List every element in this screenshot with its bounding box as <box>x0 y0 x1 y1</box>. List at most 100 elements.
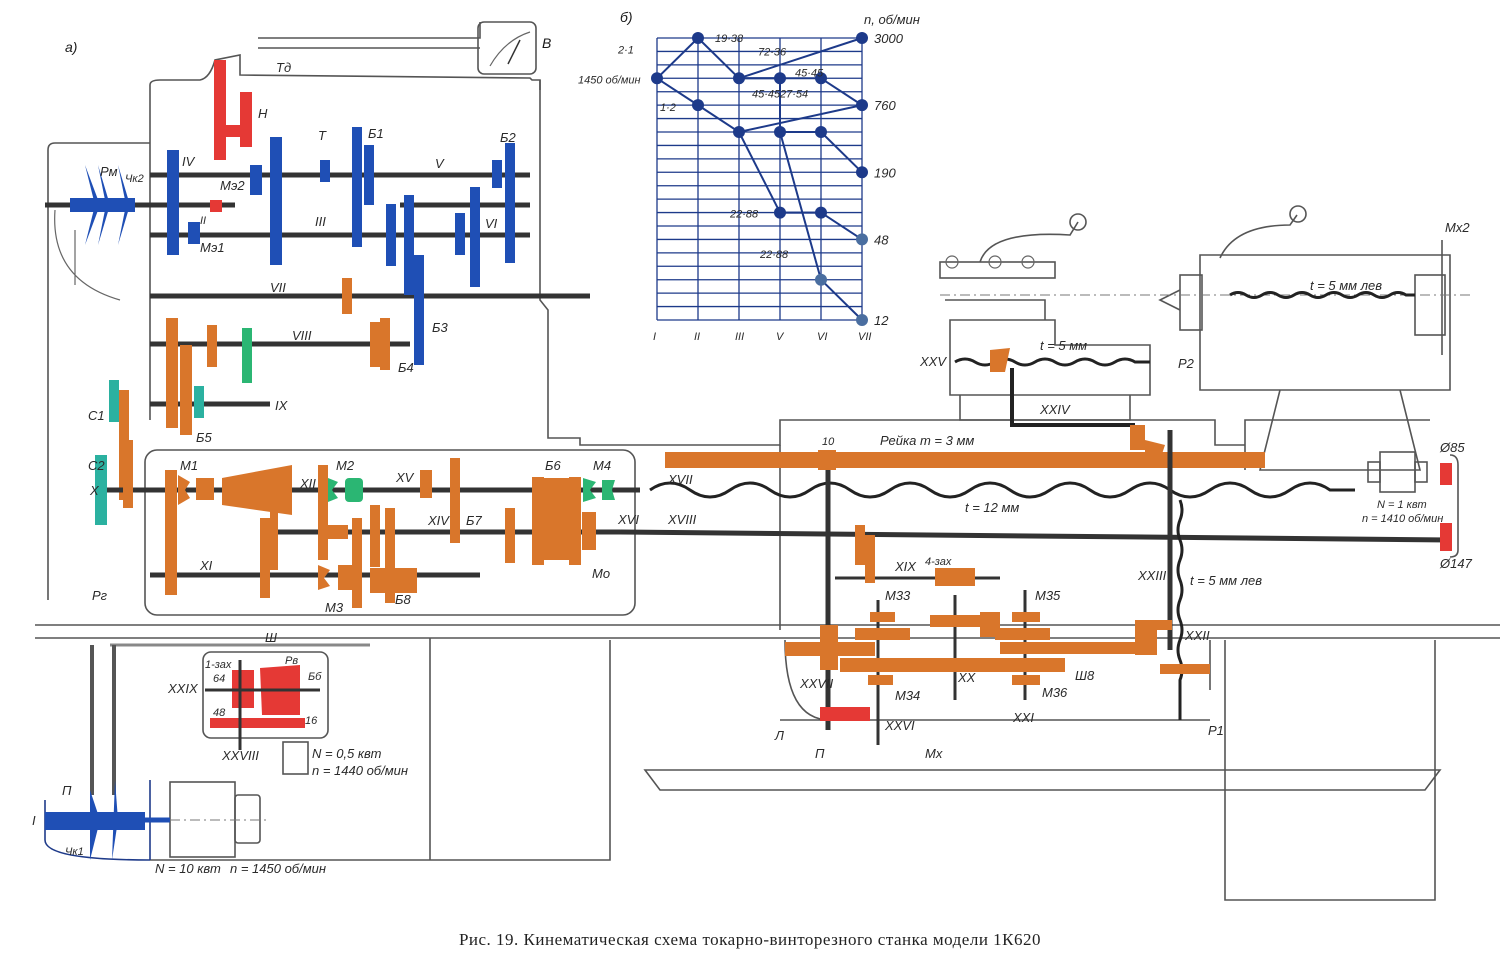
label-t: Т <box>318 128 327 143</box>
main-motor-power: N = 10 квт <box>155 861 221 876</box>
rack-label: Рейка m = 3 мм <box>880 433 974 448</box>
headstock-gear-train <box>45 60 590 500</box>
label-m3: М3 <box>325 600 344 615</box>
shaft-ii: II <box>200 215 206 227</box>
label-m34: М34 <box>895 688 920 703</box>
graph-node <box>856 166 868 179</box>
graph-shaft-tick: III <box>735 331 744 343</box>
graph-ray <box>656 37 699 79</box>
main-motor-speed: n = 1450 об/мин <box>230 861 326 876</box>
label-b5: Б5 <box>196 430 212 445</box>
shaft-xxi: XXI <box>1012 710 1034 725</box>
label-me1: Мэ1 <box>200 240 225 255</box>
label-p: П <box>815 746 825 761</box>
label-b2: Б2 <box>500 130 516 145</box>
graph-output-speed: 760 <box>874 98 896 113</box>
label-4zah: 4-зах <box>925 556 952 568</box>
tailstock-handwheel-label: Мх2 <box>1445 220 1470 235</box>
graph-node <box>774 206 786 219</box>
shaft-xiv: XIV <box>427 513 450 528</box>
graph-shaft-tick: VII <box>858 331 871 343</box>
label-m35: М35 <box>1035 588 1061 603</box>
label-m4: М4 <box>593 458 611 473</box>
cross-screw-label: t = 5 мм <box>1040 338 1087 353</box>
label-mx: Мх <box>925 746 943 761</box>
shaft-iii: III <box>315 214 326 229</box>
label-rm: Рм <box>100 164 118 179</box>
graph-node <box>774 126 786 138</box>
graph-node <box>774 72 786 85</box>
label-m1: М1 <box>180 458 198 473</box>
graph-node <box>815 72 827 85</box>
shaft-xi: XI <box>199 558 213 573</box>
shaft-xxii: XXII <box>1184 628 1210 643</box>
shaft-xxviii: XXVIII <box>221 748 259 763</box>
label-sh8: Ш8 <box>1075 668 1095 683</box>
cross-handle-label: Р2 <box>1178 356 1195 371</box>
figure-caption: Рис. 19. Кинематическая схема токарно-ви… <box>458 930 1042 949</box>
feed-gearbox <box>95 440 1451 608</box>
graph-units-label: n, об/мин <box>864 12 920 27</box>
label-l: Л <box>774 728 784 743</box>
pulley-top-diameter: Ø85 <box>1439 440 1465 455</box>
apron-screw-label: t = 5 мм лев <box>1190 573 1262 588</box>
pump-motor-speed: n = 1440 об/мин <box>312 763 408 778</box>
label-p-main: П <box>62 783 72 798</box>
graph-ray <box>779 131 822 280</box>
rack-pinion <box>818 450 836 470</box>
label-mo: Мо <box>592 566 610 581</box>
label-b4: Б4 <box>398 360 414 375</box>
graph-ratio-label: 72·36 <box>758 46 787 58</box>
graph-ray <box>820 211 863 241</box>
graph-node <box>651 72 663 85</box>
graph-shaft-tick: I <box>653 331 656 343</box>
graph-ray <box>738 131 781 214</box>
shaft-vii: VII <box>270 280 286 295</box>
label-c2: С2 <box>88 458 105 473</box>
label-bb: Бб <box>308 671 322 683</box>
graph-node <box>856 99 868 112</box>
graph-output-speed: 48 <box>874 232 889 247</box>
shaft-xxiv: XXIV <box>1039 402 1071 417</box>
rack-gear-label: 10 <box>822 436 835 448</box>
graph-output-speed: 190 <box>874 165 896 180</box>
label-chk1: Чк1 <box>65 846 84 858</box>
apron-mechanism <box>649 291 1452 745</box>
shaft-xix: XIX <box>894 559 917 574</box>
graph-input-label: 1450 об/мин <box>578 74 641 86</box>
graph-ratio-label: 2·1 <box>617 44 634 56</box>
panel-label-b: б) <box>620 9 633 25</box>
shaft-v: V <box>435 156 445 171</box>
shaft-xxiii: XXIII <box>1137 568 1167 583</box>
shaft-vi: VI <box>485 216 498 231</box>
graph-shaft-tick: V <box>776 331 785 343</box>
graph-ratio-label: 45·45 <box>752 89 781 101</box>
graph-node <box>815 126 827 138</box>
label-p1: Р1 <box>1208 723 1224 738</box>
label-m33: М33 <box>885 588 911 603</box>
graph-shaft-tick: VI <box>817 331 827 343</box>
label-sh: Ш <box>265 630 277 645</box>
lead-screw <box>649 481 1355 499</box>
label-b8: Б8 <box>395 592 411 607</box>
graph-node <box>692 99 704 112</box>
pulley-bottom-diameter: Ø147 <box>1439 556 1473 571</box>
label-td: Тд <box>276 60 291 75</box>
pump-gear-64: 64 <box>213 673 225 685</box>
graph-output-speed: 12 <box>874 313 889 328</box>
graph-ray <box>820 279 863 321</box>
shaft-iv: IV <box>182 154 196 169</box>
graph-ray <box>820 77 863 106</box>
graph-ratio-label: 22·88 <box>759 249 789 261</box>
label-b1: Б1 <box>368 126 384 141</box>
rapid-motor-power: N = 1 квт <box>1377 499 1427 511</box>
machine-outline <box>35 21 1500 901</box>
shaft-xviii: XVIII <box>667 512 697 527</box>
shaft-xvi: XVI <box>617 512 639 527</box>
shaft-xxvii: XXVII <box>799 676 834 691</box>
graph-ray <box>656 77 699 106</box>
graph-node <box>692 32 704 44</box>
shaft-xxix: XXIX <box>167 681 199 696</box>
label-b3: Б3 <box>432 320 448 335</box>
